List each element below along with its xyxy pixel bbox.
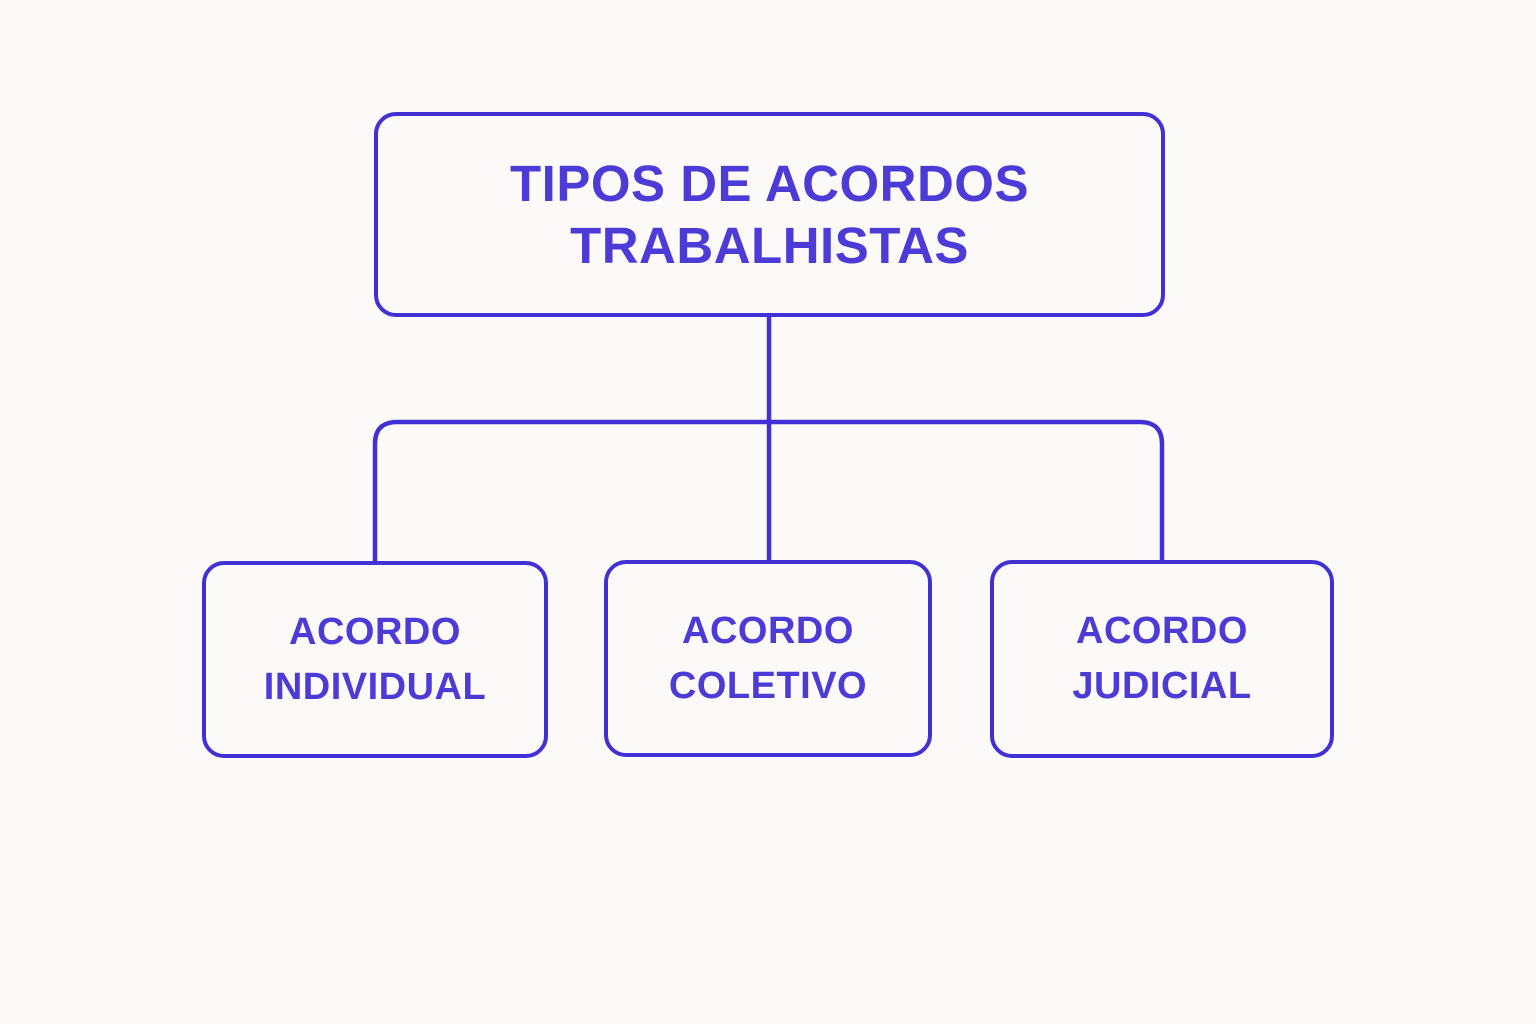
node-acordo-individual: ACORDO INDIVIDUAL xyxy=(202,561,548,758)
node-acordo-judicial: ACORDO JUDICIAL xyxy=(990,560,1334,758)
connector-branch xyxy=(372,419,1165,562)
node-root-label: TIPOS DE ACORDOS TRABALHISTAS xyxy=(510,154,1029,274)
node-acordo-coletivo-label: ACORDO COLETIVO xyxy=(668,609,868,707)
node-tipos-de-acordos-trabalhistas: TIPOS DE ACORDOS TRABALHISTAS xyxy=(374,112,1165,317)
node-acordo-individual-label: ACORDO INDIVIDUAL xyxy=(263,610,487,708)
node-acordo-coletivo: ACORDO COLETIVO xyxy=(604,560,932,757)
node-acordo-judicial-label: ACORDO JUDICIAL xyxy=(1072,610,1252,707)
